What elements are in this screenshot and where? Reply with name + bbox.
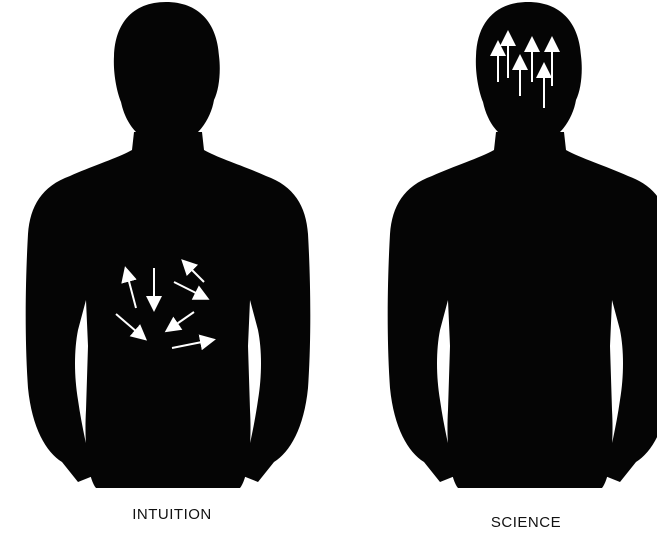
intuition-figure	[18, 0, 318, 500]
science-silhouette	[380, 0, 657, 500]
intuition-silhouette	[18, 0, 318, 500]
science-person-silhouette	[388, 2, 657, 488]
intuition-person-silhouette	[26, 2, 311, 488]
science-figure	[380, 0, 657, 500]
intuition-caption: INTUITION	[52, 506, 292, 523]
science-caption: SCIENCE	[406, 514, 646, 531]
